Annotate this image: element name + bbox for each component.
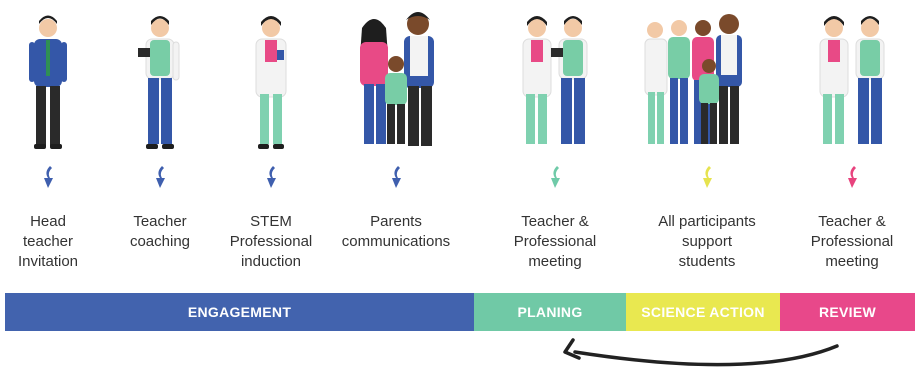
phase-review: REVIEW <box>780 293 915 331</box>
down-arrow-icon <box>392 166 401 188</box>
phase-planing: PLANING <box>474 293 626 331</box>
teacher-and-professional-figure-icon <box>819 16 885 144</box>
step-label: All participants support students <box>658 213 756 270</box>
step-label: Teacher & Professional meeting <box>513 213 597 270</box>
phase-science-action: SCIENCE ACTION <box>626 293 780 331</box>
down-arrow-icon <box>551 166 560 188</box>
teacher-figure-icon <box>138 16 180 149</box>
step-label: Head teacher Invitation <box>17 213 79 270</box>
down-arrow-icon <box>703 166 712 188</box>
parents-family-figure-icon <box>360 12 434 146</box>
down-arrow-icon <box>848 166 857 188</box>
head-teacher-figure-icon <box>29 15 67 149</box>
stem-professional-figure-icon <box>255 16 287 149</box>
phase-engagement: ENGAGEMENT <box>5 293 474 331</box>
teacher-and-professional-figure-icon <box>522 16 588 144</box>
down-arrow-icon <box>267 166 276 188</box>
down-arrow-icon <box>44 166 53 188</box>
step-label: Parents communications <box>341 213 451 250</box>
step-label: Teacher & Professional meeting <box>810 213 894 270</box>
all-participants-figure-icon <box>644 14 742 144</box>
step-label: STEM Professional induction <box>229 213 313 270</box>
down-arrow-icon <box>156 166 165 188</box>
step-label: Teacher coaching <box>129 213 191 250</box>
return-arrow-icon <box>563 338 839 367</box>
